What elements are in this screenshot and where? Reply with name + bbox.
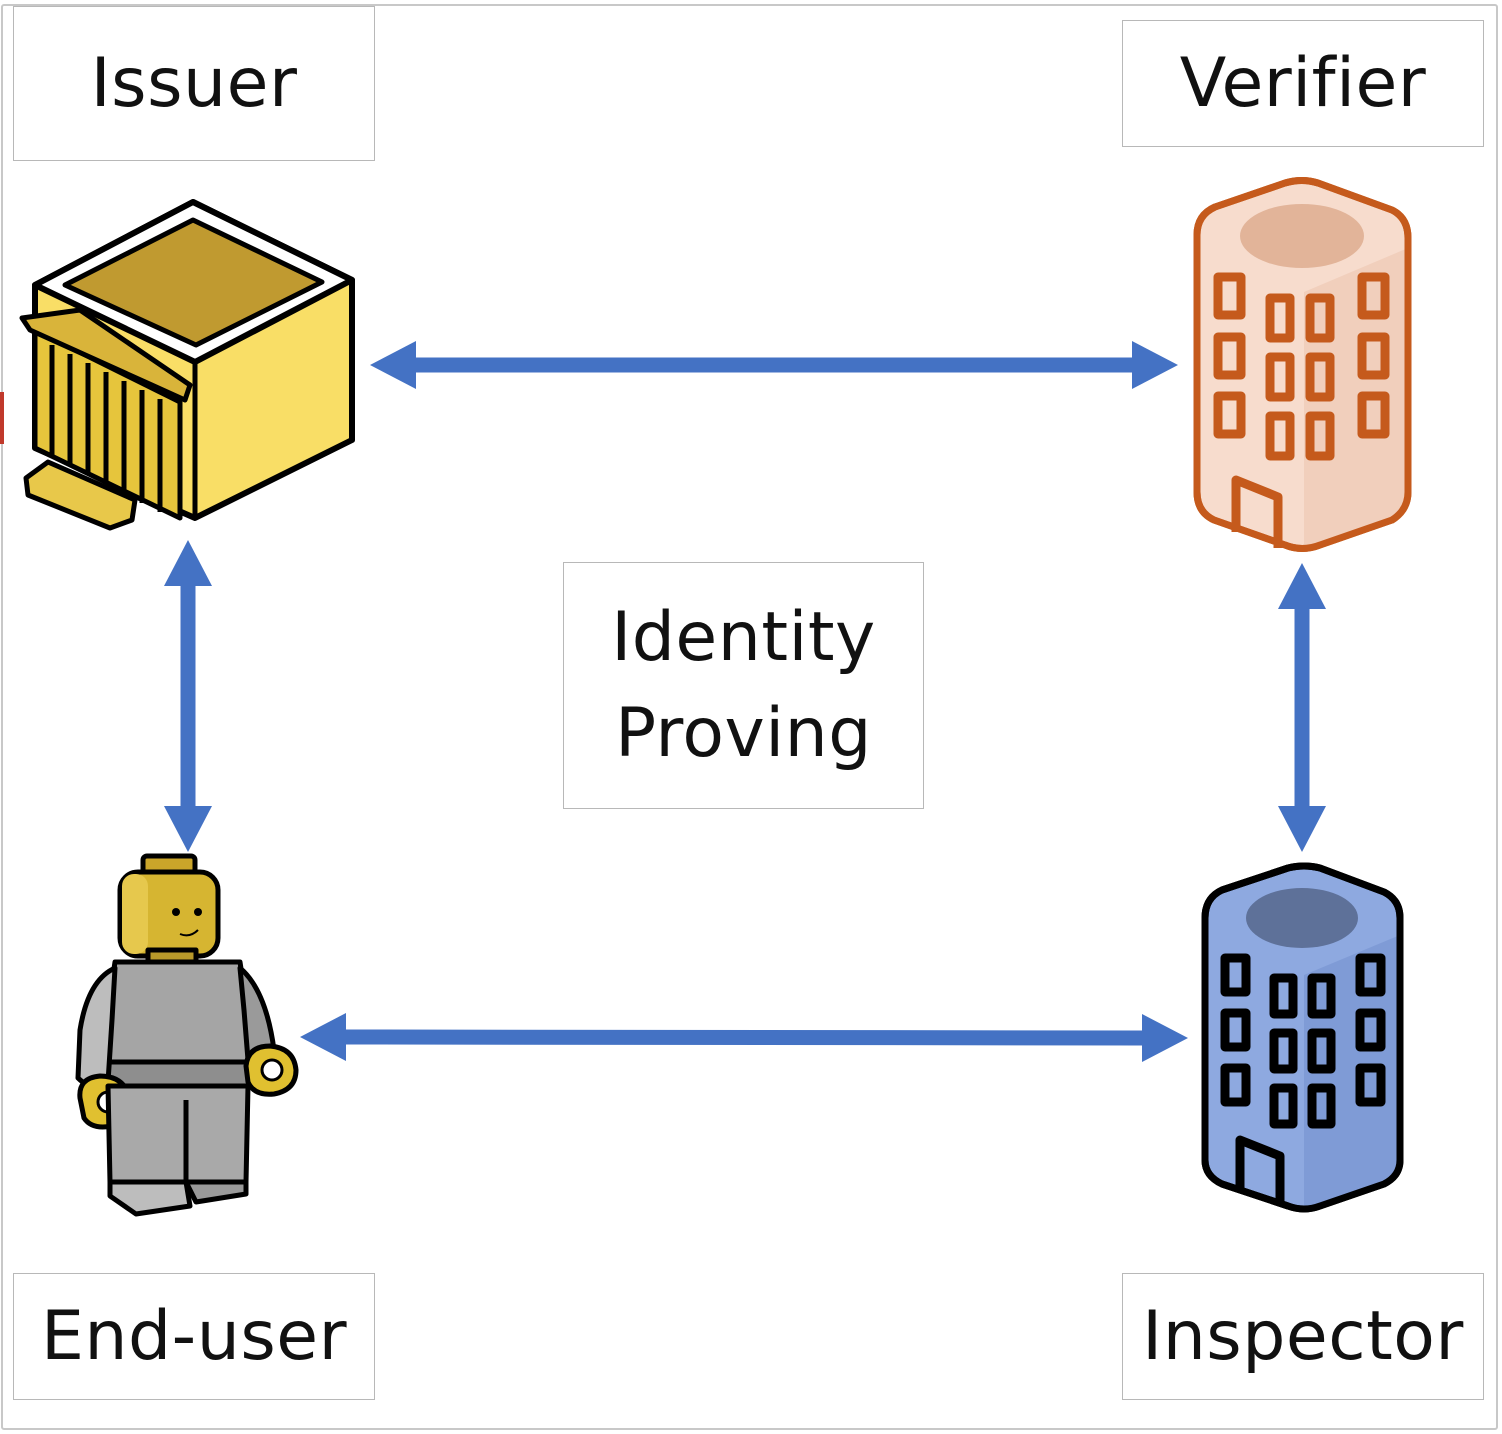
bank-building-icon bbox=[19, 199, 355, 531]
issuer-label: Issuer bbox=[90, 43, 298, 123]
identity-proving-box: Identity Proving bbox=[563, 562, 924, 809]
verifier-label-box: Verifier bbox=[1122, 20, 1484, 147]
minifigure-person-icon bbox=[75, 853, 299, 1217]
diagram-frame bbox=[1, 4, 1498, 1430]
arrow-end-user-inspector bbox=[300, 1013, 1188, 1062]
arrow-verifier-inspector bbox=[1278, 563, 1326, 852]
inspector-label-box: Inspector bbox=[1122, 1273, 1484, 1400]
edge-marker bbox=[0, 392, 4, 444]
arrow-issuer-verifier bbox=[370, 341, 1178, 389]
center-title-line1: Identity bbox=[611, 597, 876, 677]
office-tower-icon-inspector bbox=[1201, 862, 1404, 1213]
inspector-label: Inspector bbox=[1142, 1296, 1464, 1376]
verifier-label: Verifier bbox=[1179, 43, 1427, 123]
arrow-issuer-end-user bbox=[164, 540, 212, 852]
center-title-line2: Proving bbox=[615, 693, 872, 773]
end-user-label: End-user bbox=[40, 1296, 348, 1376]
end-user-label-box: End-user bbox=[13, 1273, 375, 1400]
issuer-label-box: Issuer bbox=[13, 6, 375, 161]
office-tower-icon-verifier bbox=[1193, 177, 1412, 552]
